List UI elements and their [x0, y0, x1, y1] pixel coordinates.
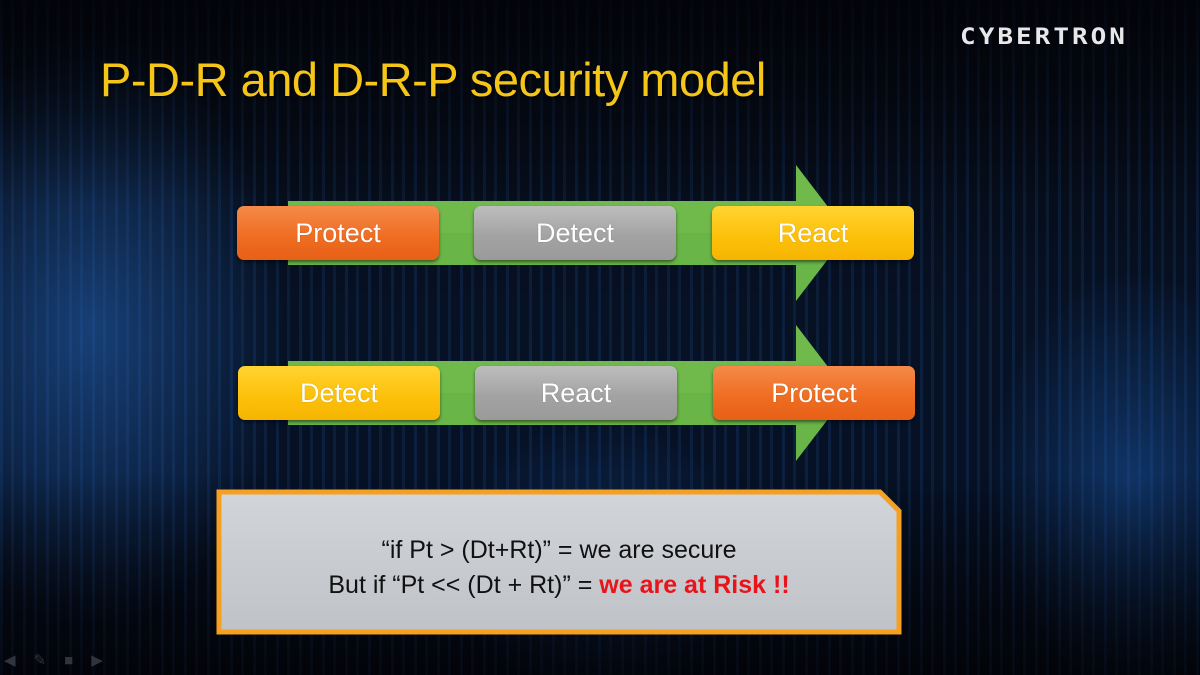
step-label: React — [777, 217, 849, 248]
step-detect: Detect — [474, 206, 676, 260]
square-menu-icon[interactable]: ■ — [64, 652, 74, 669]
step-detect: Detect — [238, 366, 440, 420]
condition-note: “if Pt > (Dt+Rt)” = we are secure But if… — [216, 489, 902, 635]
note-line-2: But if “Pt << (Dt + Rt)” = we are at Ris… — [216, 568, 902, 603]
step-label: Protect — [295, 217, 381, 248]
step-react: React — [712, 206, 914, 260]
step-label: Protect — [771, 377, 857, 408]
risk-warning: we are at Risk !! — [599, 571, 790, 599]
step-label: Detect — [535, 217, 615, 248]
step-protect: Protect — [237, 206, 439, 260]
slide-title: P-D-R and D-R-P security model — [100, 53, 766, 106]
note-line-1: “if Pt > (Dt+Rt)” = we are secure — [381, 536, 737, 564]
slideshow-controls: ◀ ✎ ■ ▶ — [4, 653, 103, 669]
pen-icon[interactable]: ✎ — [33, 652, 47, 669]
cybertron-logo: CYBERTRON — [960, 24, 1128, 50]
note-line-2-prefix: But if “Pt << (Dt + Rt)” = — [328, 571, 600, 599]
step-react: React — [475, 366, 677, 420]
arrow-left-icon[interactable]: ◀ — [4, 652, 16, 669]
step-protect: Protect — [713, 366, 915, 420]
step-label: Detect — [299, 377, 379, 408]
arrow-right-icon[interactable]: ▶ — [91, 652, 103, 669]
step-label: React — [540, 377, 612, 408]
